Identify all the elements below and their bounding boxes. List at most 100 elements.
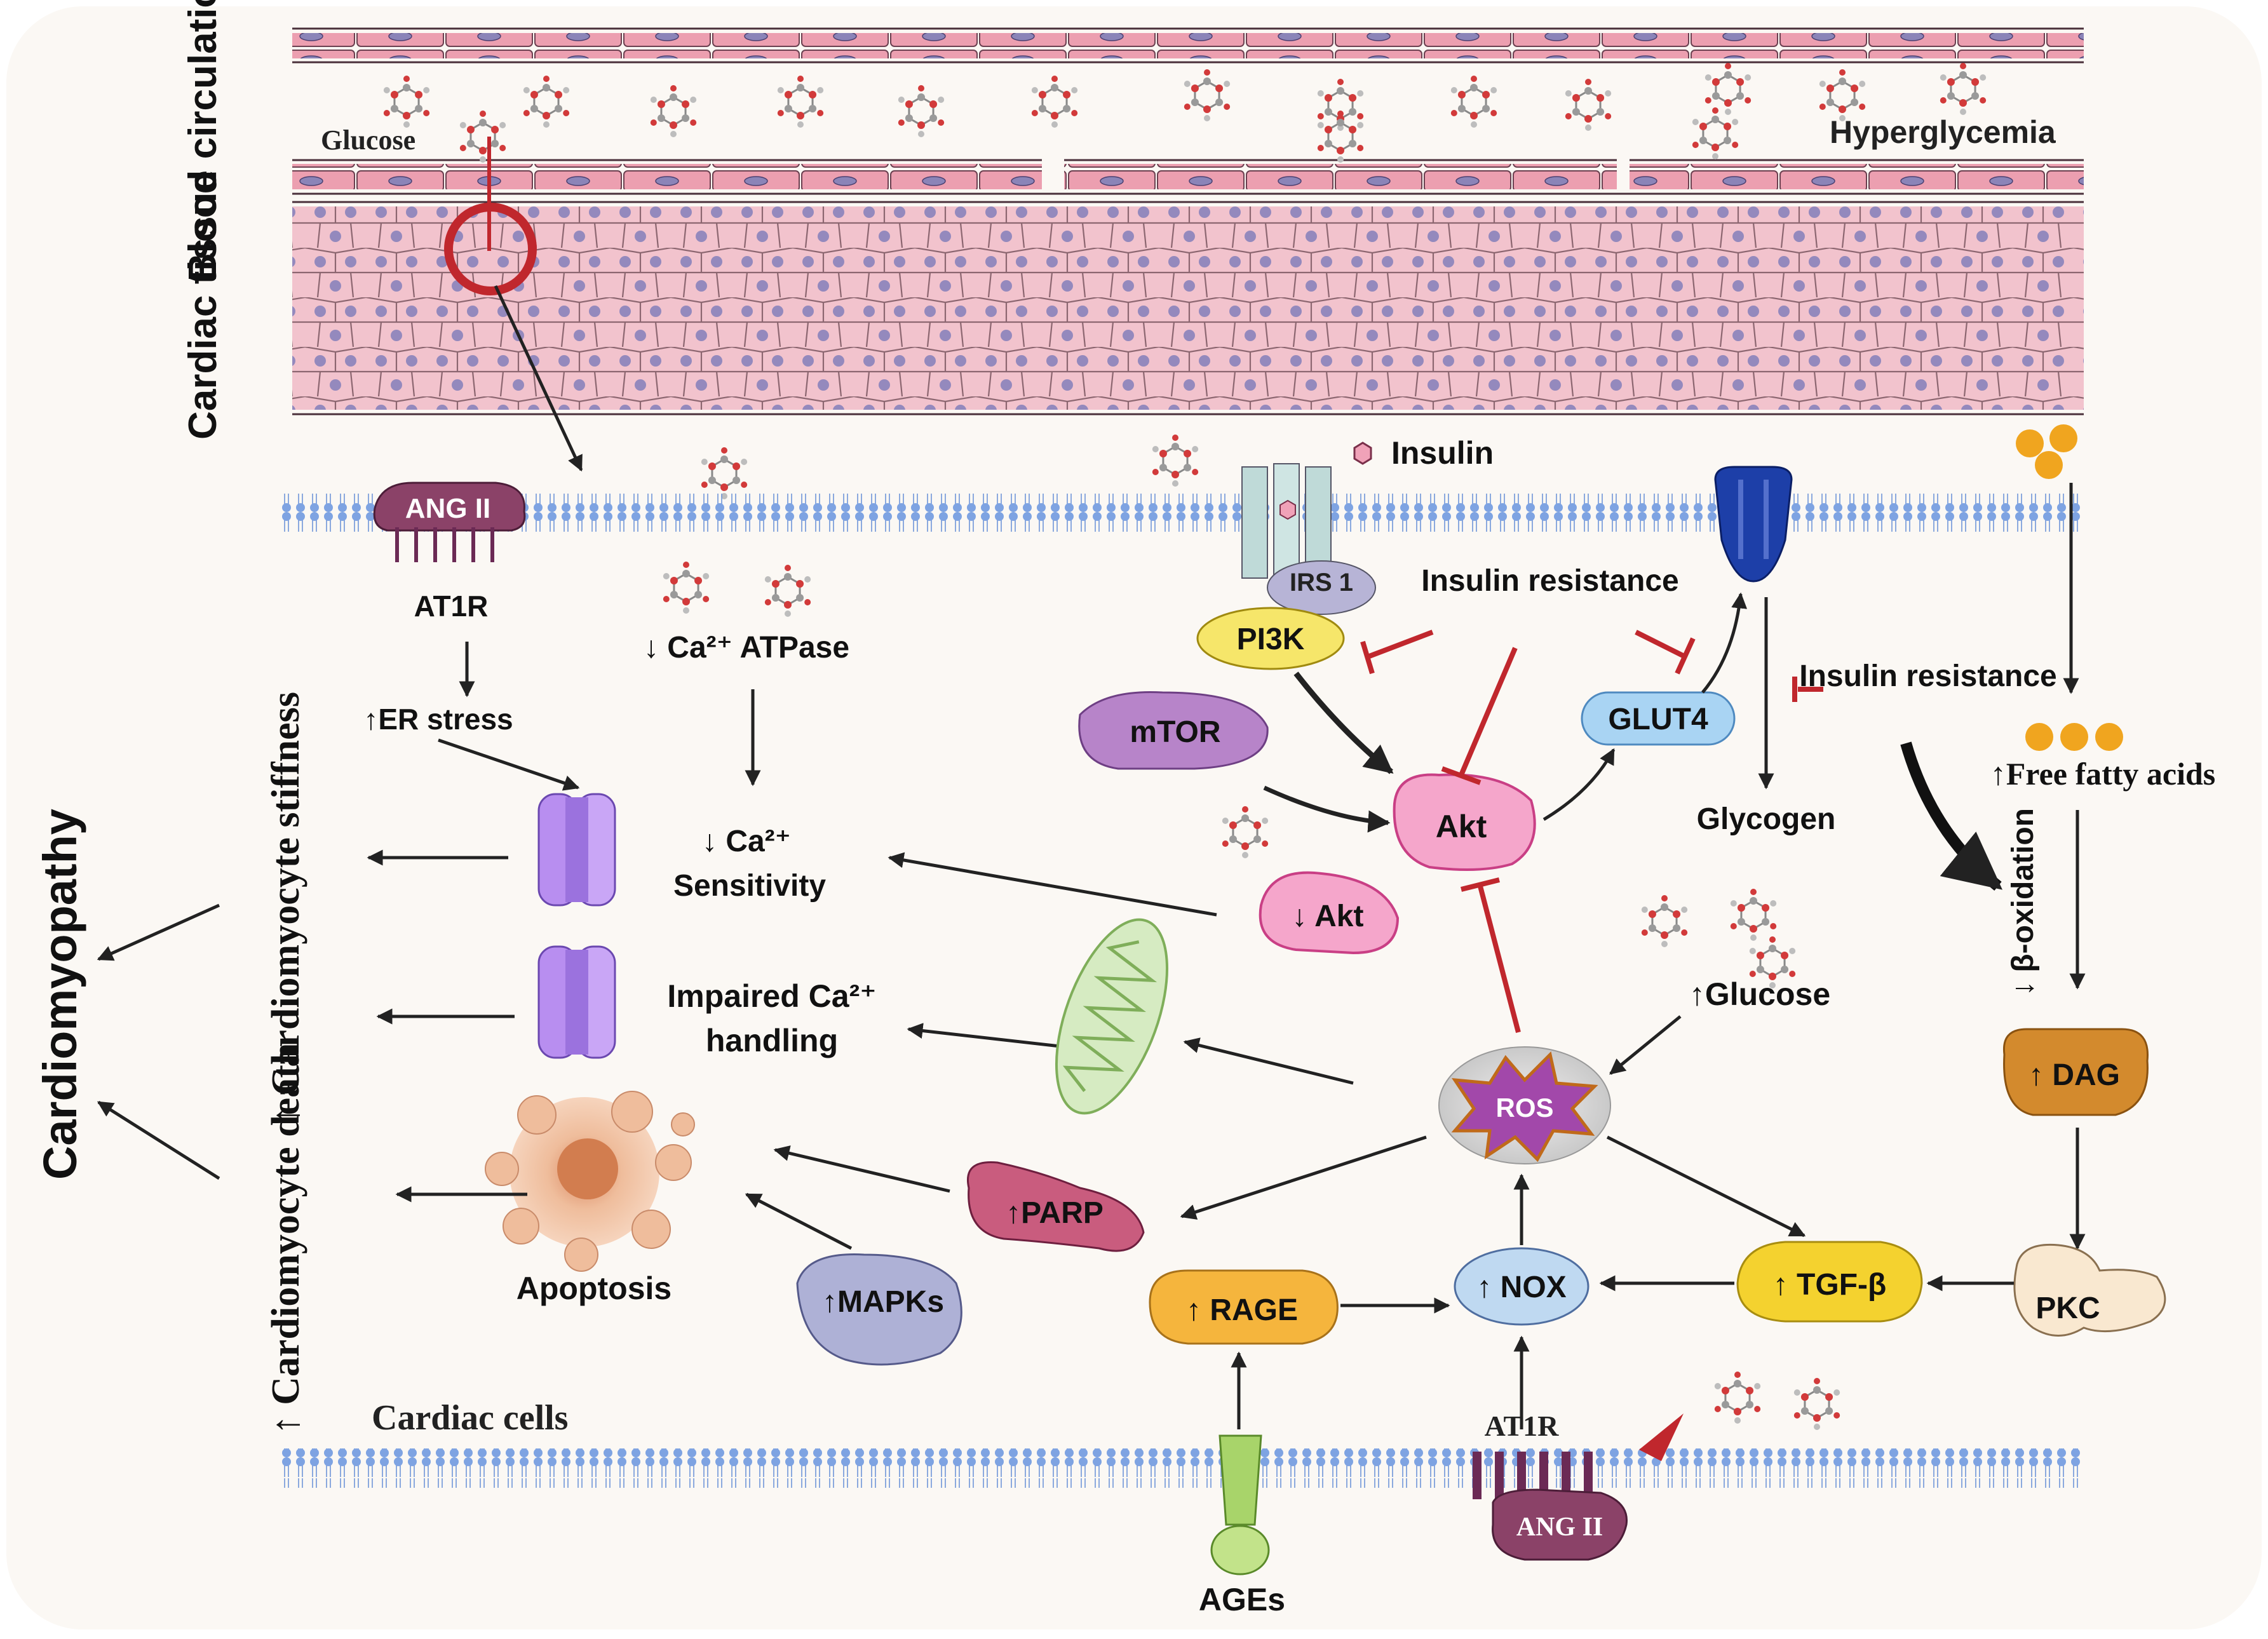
parp-to-apoptosis-arrow (773, 1145, 950, 1193)
ages-receptor (1210, 1434, 1270, 1575)
akt-decreased: ↓ Akt (1259, 871, 1400, 955)
rage: ↑ RAGE (1149, 1269, 1339, 1345)
mapks-to-apoptosis-arrow (745, 1192, 853, 1250)
mtor-label: mTOR (1130, 715, 1220, 749)
er-stress-label: ↑ER stress (363, 703, 513, 736)
at1r-top-label: AT1R (414, 590, 489, 623)
insulin-resistance-label-1: Insulin resistance (1421, 564, 1679, 598)
glucose-molecule-icon (523, 76, 570, 128)
glucose-molecule-icon (1450, 76, 1497, 128)
glucose-molecule-icon (1730, 889, 1777, 941)
ang-ii-receptor-top: ANG II (373, 482, 526, 562)
tgf-beta: ↑ TGF-β (1736, 1241, 1923, 1323)
insulin-receptor (1241, 463, 1332, 579)
glucose-molecule-icon (1692, 107, 1739, 159)
akt-label: Akt (1436, 809, 1487, 844)
death-label: ↑ Cardiomyocyte death (264, 1043, 307, 1434)
glucose-molecule-icon (1317, 111, 1364, 163)
glucose-molecule-icon (1641, 895, 1688, 947)
glucose-label: Glucose (321, 125, 415, 156)
glucose-molecule-icon (1565, 79, 1612, 131)
fatty-acid-dots (2025, 723, 2123, 751)
death-to-cardiomyopathy-arrow (97, 1100, 220, 1180)
glucose-molecule-icon (1152, 435, 1199, 487)
ca-sensitivity-label-2: Sensitivity (673, 869, 826, 903)
ang-ii-bottom: ANG II (1492, 1488, 1628, 1561)
insulin-legend: Insulin (1353, 435, 1494, 471)
cardiac-tissue (292, 201, 2084, 415)
ang-ii-bottom-label: ANG II (1516, 1513, 1603, 1542)
mtor-to-akt-arrow (1263, 785, 1391, 833)
akt-to-glut4-arrow (1542, 748, 1616, 821)
dag-label: ↑ DAG (2028, 1058, 2120, 1092)
ros-to-mito-arrow (1183, 1037, 1354, 1085)
glucose-molecule-icon (1749, 936, 1796, 988)
cardiomyopathy-label: Cardiomyopathy (34, 809, 86, 1180)
irs-label: IRS 1 (1290, 569, 1353, 597)
impaired-ca-label-2: handling (706, 1023, 838, 1058)
glucose-to-ros-arrow (1609, 1015, 1682, 1075)
ang-ii-top-label: ANG II (405, 493, 490, 524)
top-cell-membrane (280, 492, 2084, 532)
calcium-channel-2 (537, 945, 616, 1059)
glucose-entry-marker (444, 137, 583, 472)
blood-circulation-label: Blood circulation (181, 0, 225, 281)
calcium-channel-1 (537, 793, 616, 907)
glut4: GLUT4 (1581, 691, 1736, 746)
glucose-molecule-icon (898, 85, 945, 137)
dag: ↑ DAG (2002, 1028, 2149, 1116)
ros-to-parp-arrow (1180, 1135, 1427, 1220)
blood-vessel (292, 27, 2084, 195)
at1r-bottom-label: AT1R (1485, 1410, 1559, 1442)
free-fatty-acids-label: ↑Free fatty acids (1990, 756, 2216, 792)
nox-label: ↑ NOX (1476, 1271, 1566, 1304)
parp: ↑PARP (967, 1161, 1145, 1252)
ros-label: ROS (1495, 1093, 1553, 1123)
glucose-molecule-icon (1317, 79, 1364, 131)
glucose-molecule-icon (663, 562, 710, 614)
resistance-to-beta-ox-arrow (1900, 741, 2002, 891)
insulin-label: Insulin (1391, 435, 1494, 471)
stiffness-to-cardiomyopathy-arrow (97, 903, 220, 961)
glucose-up-label: ↑Glucose (1689, 976, 1830, 1012)
mitochondrion (1055, 918, 1169, 1115)
glucose-molecule-icon (1184, 69, 1231, 121)
glucose-molecule-icon (1222, 806, 1269, 858)
stiffness-label: ↑ Cardiomyocyte stiffness (264, 692, 307, 1125)
ca-sensitivity-label-1: ↓ Ca²⁺ (702, 825, 791, 858)
glut4-to-transporter-arrow (1701, 592, 1748, 694)
parp-label: ↑PARP (1006, 1196, 1104, 1230)
glucose-molecule-icon (650, 85, 697, 137)
pi3k-to-akt-arrow (1293, 671, 1394, 774)
fatty-acid-dots-top (2016, 424, 2077, 479)
insulin-resistance-label-2: Insulin resistance (1799, 659, 2057, 693)
apoptotic-cell (485, 1091, 695, 1272)
mtor: mTOR (1078, 691, 1269, 770)
glut4-label: GLUT4 (1608, 703, 1708, 736)
red-arrowhead (1639, 1413, 1684, 1461)
pi3k: PI3K (1196, 607, 1345, 670)
akt: Akt (1393, 773, 1536, 871)
ca-atpase-label: ↓ Ca²⁺ ATPase (644, 631, 849, 664)
glucose-molecule-icon (764, 565, 811, 617)
glucose-molecule-icon (1031, 76, 1078, 128)
glucose-molecule-icon (777, 76, 824, 128)
glucose-molecule-icon (1704, 63, 1752, 115)
er-to-channel-arrow (438, 738, 580, 791)
pkc-label: PKC (2035, 1292, 2100, 1325)
rage-label: ↑ RAGE (1186, 1293, 1298, 1327)
impaired-ca-label-1: Impaired Ca²⁺ (667, 978, 876, 1014)
irs-1: IRS 1 (1267, 560, 1376, 615)
pkc: PKC (2013, 1243, 2166, 1337)
ages-label: AGEs (1199, 1582, 1285, 1617)
glut4-transporter (1714, 466, 1793, 583)
glucose-molecule-icon (1793, 1378, 1840, 1430)
akt-down-label: ↓ Akt (1292, 900, 1364, 933)
hyperglycemia-label: Hyperglycemia (1830, 114, 2056, 150)
ros: ROS (1438, 1046, 1611, 1164)
nox: ↑ NOX (1454, 1247, 1590, 1326)
tgfb-label: ↑ TGF-β (1773, 1268, 1887, 1302)
glucose-molecules (383, 63, 1987, 1430)
inhibition-lines (1360, 630, 1823, 1034)
